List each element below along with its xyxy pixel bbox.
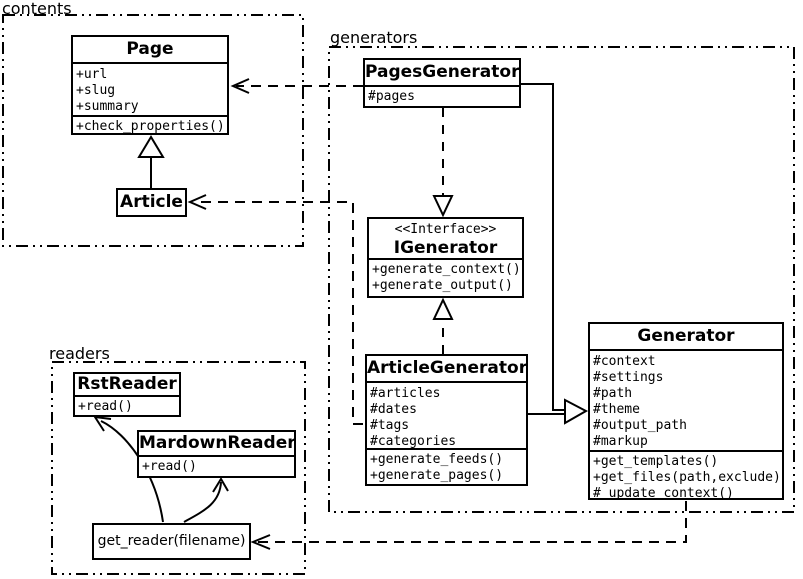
attr: #tags: [370, 418, 410, 433]
attr: +slug: [76, 83, 116, 98]
method: +generate_output(): [372, 278, 513, 293]
realization-articlegenerator-to-igenerator: [432, 297, 454, 354]
generalization-generators-to-generator: [521, 83, 589, 425]
class-methods-page: +check_properties(): [73, 117, 227, 135]
class-title-pagesgenerator: PagesGenerator: [365, 60, 519, 87]
method: +read(): [78, 399, 133, 414]
class-box-page: Page +url +slug +summary +check_properti…: [71, 35, 229, 135]
attr: #articles: [370, 386, 441, 401]
dependency-pagesgenerator-to-page: [230, 78, 363, 94]
attr: #dates: [370, 402, 417, 417]
class-methods-igenerator: +generate_context() +generate_output(): [369, 260, 522, 296]
class-methods-generator: +get_templates() +get_files(path,exclude…: [590, 452, 782, 498]
method: +get_templates(): [593, 454, 719, 469]
class-attrs-pagesgenerator: #pages: [365, 87, 519, 106]
class-attrs-generator: #context #settings #path #theme #output_…: [590, 351, 782, 452]
attr: #settings: [593, 370, 664, 385]
realization-pagesgenerator-to-igenerator: [432, 108, 454, 218]
attr: #theme: [593, 402, 640, 417]
attr: +summary: [76, 99, 139, 114]
attr: +url: [76, 67, 108, 82]
class-title-igenerator: <<Interface>> IGenerator: [369, 219, 522, 260]
class-box-articlegenerator: ArticleGenerator #articles #dates #tags …: [365, 354, 528, 486]
attr: #pages: [368, 89, 415, 104]
dependency-generator-to-getreader: [250, 501, 687, 550]
method: +check_properties(): [76, 119, 225, 134]
contents-package-label: contents: [2, 0, 72, 18]
interface-stereotype: <<Interface>>: [394, 222, 497, 237]
class-box-article: Article: [116, 188, 187, 217]
class-attrs-page: +url +slug +summary: [73, 64, 227, 117]
class-box-mardownreader: MardownReader +read(): [137, 430, 296, 478]
arrow-getreader-to-mardownreader: [183, 477, 229, 523]
class-title-article: Article: [120, 192, 183, 212]
method: +get_files(path,exclude): [593, 470, 781, 485]
generalization-article-to-page: [137, 135, 165, 188]
contents-package-border: [2, 14, 304, 247]
class-title-text: IGenerator: [393, 238, 498, 258]
attr: #output_path: [593, 418, 687, 433]
method: +generate_context(): [372, 262, 521, 277]
class-box-pagesgenerator: PagesGenerator #pages: [363, 58, 521, 108]
class-title-articlegenerator: ArticleGenerator: [367, 356, 526, 383]
method: +read(): [142, 459, 197, 474]
attr: #categories: [370, 434, 457, 449]
generators-package-label: generators: [330, 28, 418, 47]
class-title-rstreader: RstReader: [75, 374, 179, 397]
class-box-rstreader: RstReader +read(): [73, 372, 181, 417]
class-box-generator: Generator #context #settings #path #them…: [588, 322, 784, 500]
class-title-mardownreader: MardownReader: [139, 432, 294, 457]
get-reader-function-box: get_reader(filename): [92, 523, 251, 560]
attr: #markup: [593, 434, 648, 449]
method: #_update_context(): [593, 486, 734, 498]
class-methods-rstreader: +read(): [75, 397, 179, 415]
class-title-generator: Generator: [590, 324, 782, 351]
class-methods-mardownreader: +read(): [139, 457, 294, 476]
method: +generate_pages(): [370, 468, 504, 483]
dependency-articlegenerator-to-article: [187, 194, 363, 425]
class-title-page: Page: [73, 37, 227, 64]
method: +generate_feeds(): [370, 452, 504, 467]
attr: #path: [593, 386, 633, 401]
class-methods-articlegenerator: +generate_feeds() +generate_pages(): [367, 450, 526, 486]
class-attrs-articlegenerator: #articles #dates #tags #categories: [367, 383, 526, 450]
readers-package-border: [51, 361, 306, 575]
class-box-igenerator: <<Interface>> IGenerator +generate_conte…: [367, 217, 524, 298]
attr: #context: [593, 354, 656, 369]
readers-package-label: readers: [49, 344, 110, 363]
